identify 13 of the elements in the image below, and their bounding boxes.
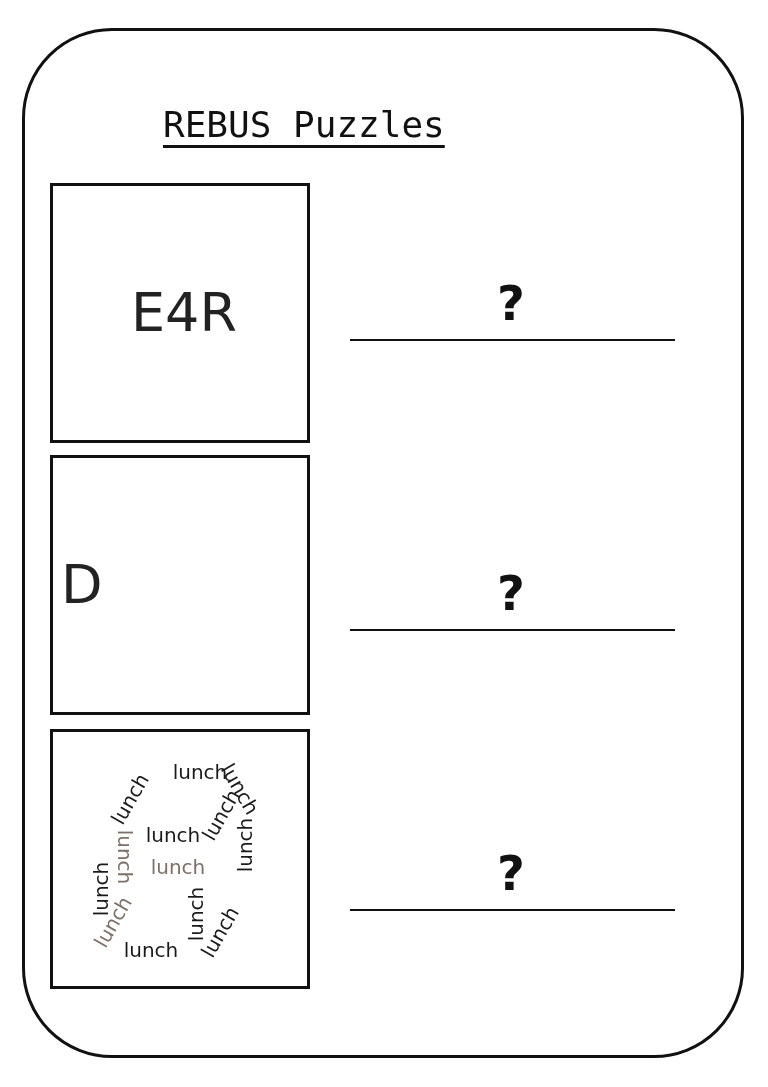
puzzle-box xyxy=(50,183,310,443)
puzzle-box xyxy=(50,455,310,715)
puzzle-word: lunch xyxy=(115,829,135,885)
puzzle-word: lunch xyxy=(235,817,255,873)
question-mark: ? xyxy=(497,849,525,897)
puzzle-word: lunch xyxy=(145,825,201,845)
question-mark: ? xyxy=(497,279,525,327)
worksheet-title: REBUS Puzzles xyxy=(163,104,445,145)
puzzle-text: E4R xyxy=(131,286,237,340)
puzzle-text: D xyxy=(61,558,103,612)
question-mark: ? xyxy=(497,569,525,617)
puzzle-box xyxy=(50,729,310,989)
puzzle-word: lunch xyxy=(150,857,206,877)
